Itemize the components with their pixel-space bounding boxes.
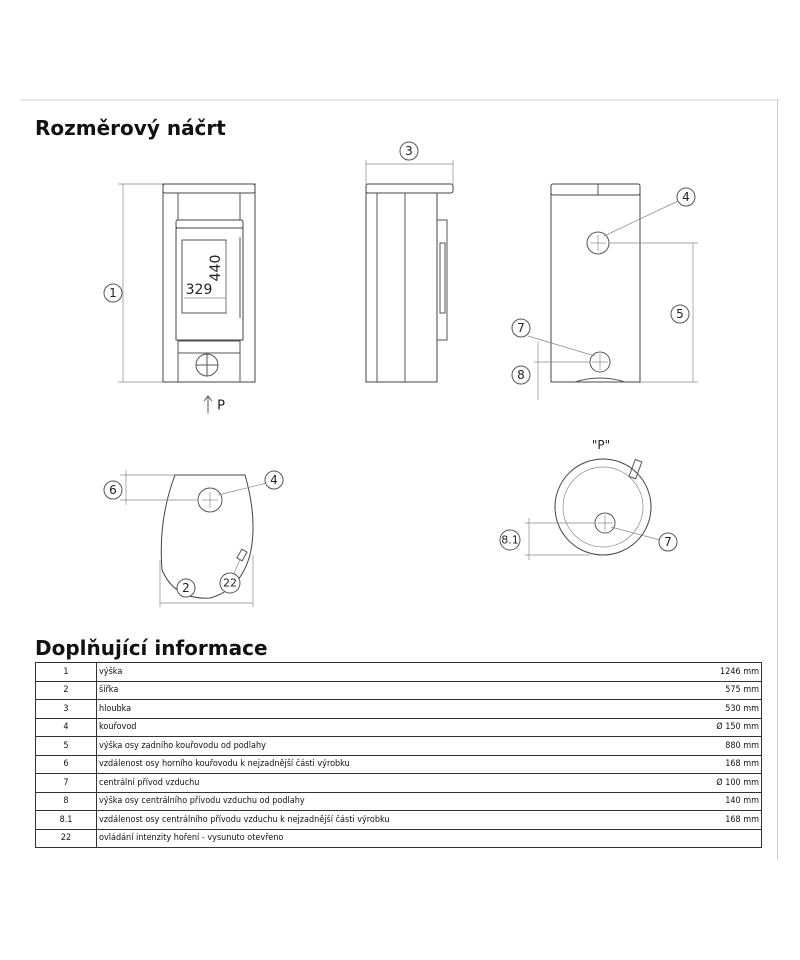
front-view: 440 329 1 P bbox=[103, 183, 256, 414]
row-value: 530 mm bbox=[667, 699, 762, 719]
row-number: 8.1 bbox=[35, 810, 97, 830]
row-value: 1246 mm bbox=[667, 662, 762, 682]
row-value: Ø 100 mm bbox=[667, 773, 762, 793]
callout-4-back: 4 bbox=[682, 190, 690, 204]
row-description: kouřovod bbox=[96, 717, 667, 737]
callout-7-bottom: 7 bbox=[664, 535, 672, 549]
callout-8: 8 bbox=[517, 368, 525, 382]
side-view: 3 bbox=[365, 141, 454, 383]
callout-8-1: 8.1 bbox=[501, 534, 519, 547]
callout-4-top: 4 bbox=[270, 473, 278, 487]
row-number: 2 bbox=[35, 680, 97, 700]
row-number: 6 bbox=[35, 754, 97, 774]
row-number: 8 bbox=[35, 791, 97, 811]
row-number: 5 bbox=[35, 736, 97, 756]
callout-5: 5 bbox=[676, 307, 684, 321]
row-description: výška osy zadního kouřovodu od podlahy bbox=[96, 736, 667, 756]
row-description: vzdálenost osy centrálního přívodu vzduc… bbox=[96, 810, 667, 830]
row-number: 1 bbox=[35, 662, 97, 682]
row-number: 3 bbox=[35, 699, 97, 719]
top-view: 4 6 2 22 bbox=[103, 470, 284, 607]
row-description: výška osy centrálního přívodu vzduchu od… bbox=[96, 791, 667, 811]
row-description: vzdálenost osy horního kouřovodu k nejza… bbox=[96, 754, 667, 774]
row-number: 22 bbox=[35, 828, 97, 848]
back-view: 4 5 7 8 bbox=[511, 183, 698, 400]
frame-right-line bbox=[777, 100, 778, 860]
row-number: 4 bbox=[35, 717, 97, 737]
view-arrow-label: P bbox=[217, 399, 225, 414]
row-value: 140 mm bbox=[667, 791, 762, 811]
glass-width-label: 329 bbox=[186, 282, 213, 298]
row-value: 168 mm bbox=[667, 810, 762, 830]
callout-3: 3 bbox=[405, 144, 413, 158]
info-heading: Doplňující informace bbox=[35, 636, 268, 660]
row-value bbox=[667, 828, 762, 848]
row-description: ovládání intenzity hoření - vysunuto ote… bbox=[96, 828, 667, 848]
bottom-view-p: "P" 7 8.1 bbox=[499, 438, 678, 560]
row-description: hloubka bbox=[96, 699, 667, 719]
callout-6: 6 bbox=[109, 483, 117, 497]
row-description: výška bbox=[96, 662, 667, 682]
row-number: 7 bbox=[35, 773, 97, 793]
callout-1: 1 bbox=[109, 286, 117, 300]
callout-2: 2 bbox=[182, 581, 190, 595]
view-p-title: "P" bbox=[592, 438, 610, 452]
row-value: 880 mm bbox=[667, 736, 762, 756]
sketch-heading: Rozměrový náčrt bbox=[35, 116, 226, 140]
row-value: 575 mm bbox=[667, 680, 762, 700]
frame-top-line bbox=[20, 99, 780, 101]
callout-7-back: 7 bbox=[517, 321, 525, 335]
glass-height-label: 440 bbox=[208, 255, 224, 282]
row-value: Ø 150 mm bbox=[667, 717, 762, 737]
row-value: 168 mm bbox=[667, 754, 762, 774]
callout-22: 22 bbox=[223, 577, 237, 590]
row-description: šířka bbox=[96, 680, 667, 700]
row-description: centrální přívod vzduchu bbox=[96, 773, 667, 793]
